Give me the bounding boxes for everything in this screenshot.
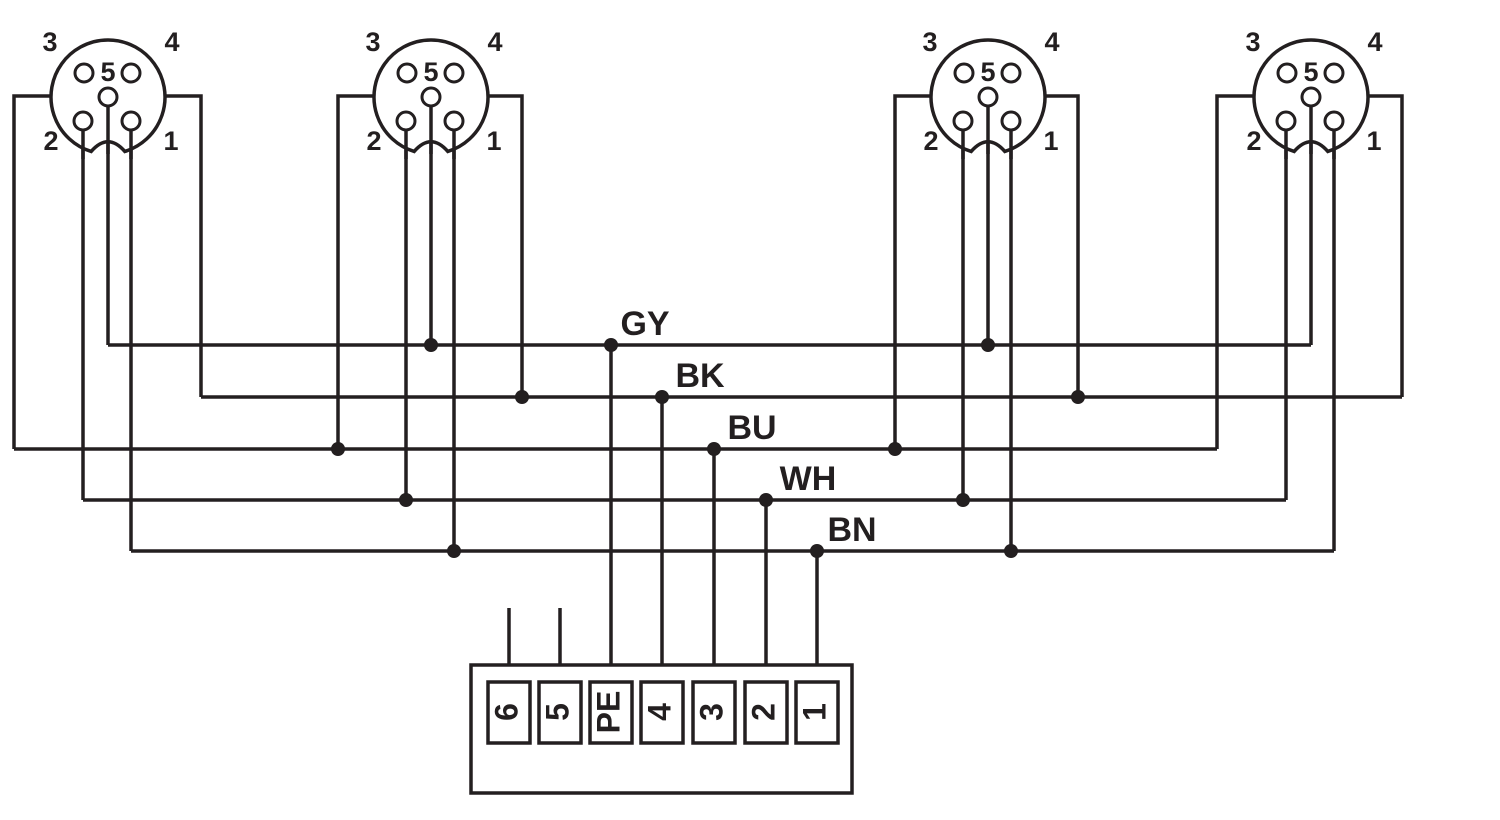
connector-1-label-4: 4	[164, 27, 179, 57]
wire-color-label-bn: BN	[827, 511, 876, 549]
connector-2-pin-4-socket	[443, 62, 465, 84]
terminal-1-box	[794, 680, 840, 745]
connector-4-pin-4-socket	[1323, 62, 1345, 84]
connector-3-pin-4-socket	[1000, 62, 1022, 84]
terminal-4-box	[639, 680, 685, 745]
junction-dot	[655, 390, 669, 404]
junction-dot	[810, 544, 824, 558]
terminal-pe: PE	[588, 680, 634, 745]
junction-dot	[888, 442, 902, 456]
connector-2-pin-1-socket	[443, 110, 465, 132]
connector-3-label-3: 3	[922, 27, 937, 57]
connector-1-label-3: 3	[42, 27, 57, 57]
connector-4-label-1: 1	[1366, 126, 1381, 156]
connector-4-pin-1-socket	[1323, 110, 1345, 132]
terminal-1-label: 1	[796, 703, 832, 721]
connector-1-label-1: 1	[163, 126, 178, 156]
connector-2-label-2: 2	[366, 126, 381, 156]
junctions	[331, 338, 1085, 558]
terminal-4-label: 4	[641, 703, 677, 721]
connector-4-pin-3-socket	[1276, 62, 1298, 84]
junction-dot	[1004, 544, 1018, 558]
connector-2-label-3: 3	[365, 27, 380, 57]
connector-1	[49, 38, 167, 159]
terminal-2-box	[743, 680, 789, 745]
connector-3	[929, 38, 1047, 159]
terminal-6: 6	[486, 680, 532, 745]
connector-4-label-4: 4	[1367, 27, 1382, 57]
terminal-2: 2	[743, 680, 789, 745]
junction-dot	[707, 442, 721, 456]
connector-3-pin-1-socket	[1000, 110, 1022, 132]
connector-3-label-4: 4	[1044, 27, 1059, 57]
connector-1-bu-wire	[12, 94, 68, 449]
terminal-pe-label: PE	[590, 691, 626, 734]
connector-3-pin-2-socket	[952, 110, 974, 132]
junction-dot	[759, 493, 773, 507]
connector-4-label-2: 2	[1246, 126, 1261, 156]
connector-3-label-5: 5	[980, 57, 995, 87]
wire-color-label-gy: GY	[620, 305, 669, 343]
connector-1-pin-4-socket	[120, 62, 142, 84]
connector-1-pin-1-socket	[120, 110, 142, 132]
connector-4	[1252, 38, 1370, 159]
junction-dot	[981, 338, 995, 352]
connector-2-label-4: 4	[487, 27, 502, 57]
terminal-pe-box	[588, 680, 634, 745]
connector-3-label-1: 1	[1043, 126, 1058, 156]
connector-2-label-5: 5	[423, 57, 438, 87]
terminal-1: 1	[794, 680, 840, 745]
wire-color-label-bu: BU	[727, 409, 776, 447]
connector-3-pin-5-socket	[977, 86, 999, 108]
wire-color-label-wh: WH	[780, 460, 837, 498]
junction-dot	[424, 338, 438, 352]
wire-color-label-bk: BK	[675, 357, 725, 395]
terminal-5-box	[537, 680, 583, 745]
junction-dot	[956, 493, 970, 507]
junction-dot	[515, 390, 529, 404]
connector-2-label-1: 1	[486, 126, 501, 156]
junction-dot	[447, 544, 461, 558]
terminal-4: 4	[639, 680, 685, 745]
connectors	[49, 38, 1370, 159]
terminal-6-box	[486, 680, 532, 745]
connector-2	[372, 38, 490, 159]
connector-1-label-2: 2	[43, 126, 58, 156]
connector-1-label-5: 5	[100, 57, 115, 87]
terminal-3-label: 3	[693, 703, 729, 721]
terminal-3-box	[691, 680, 737, 745]
terminal-5: 5	[537, 680, 583, 745]
connector-2-pin-5-socket	[420, 86, 442, 108]
connector-4-pin-5-socket	[1300, 86, 1322, 108]
connector-1-pin-5-socket	[97, 86, 119, 108]
terminal-6-label: 6	[488, 703, 524, 721]
terminal-2-label: 2	[745, 703, 781, 721]
connector-1-pin-3-socket	[73, 62, 95, 84]
junction-dot	[1071, 390, 1085, 404]
terminal-3: 3	[691, 680, 737, 745]
connector-2-pin-3-socket	[396, 62, 418, 84]
connector-4-label-5: 5	[1303, 57, 1318, 87]
junction-dot	[604, 338, 618, 352]
connector-4-pin-2-socket	[1275, 110, 1297, 132]
junction-dot	[399, 493, 413, 507]
connector-3-label-2: 2	[923, 126, 938, 156]
connector-1-pin-2-socket	[72, 110, 94, 132]
connector-4-label-3: 3	[1245, 27, 1260, 57]
terminal-5-label: 5	[539, 703, 575, 721]
connector-2-pin-2-socket	[395, 110, 417, 132]
junction-dot	[331, 442, 345, 456]
connector-3-pin-3-socket	[953, 62, 975, 84]
